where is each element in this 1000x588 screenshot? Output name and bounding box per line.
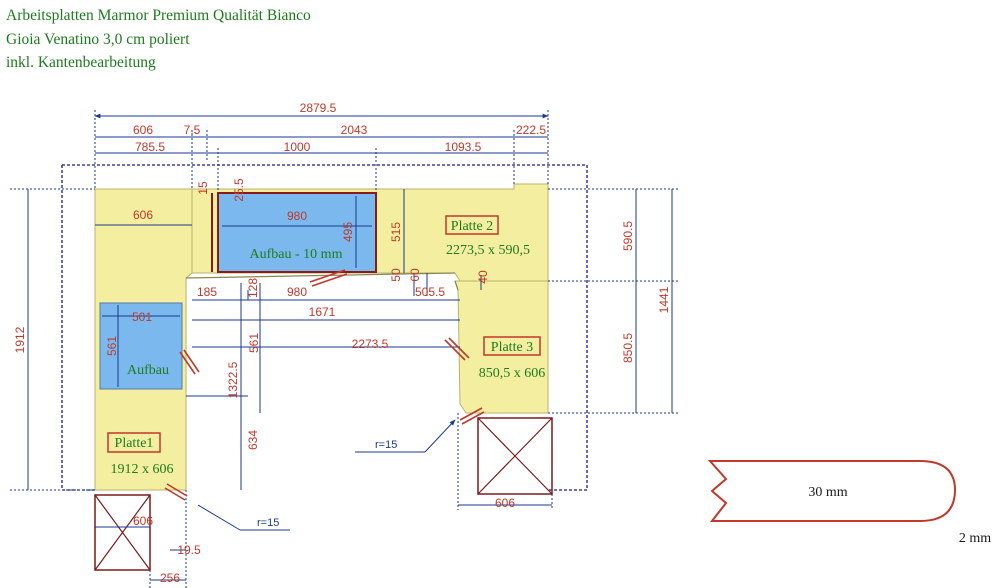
dim-606-left-bottom: 606 bbox=[133, 514, 153, 528]
dim-561-mid: 561 bbox=[247, 333, 261, 353]
edge-profile-shape bbox=[707, 460, 957, 522]
dim-1441: 1441 bbox=[657, 286, 671, 313]
dim-40: 40 bbox=[476, 270, 490, 284]
plate-2-label-box bbox=[445, 215, 499, 235]
dim-785-5: 785.5 bbox=[135, 140, 165, 154]
dim-total: 2879.5 bbox=[300, 101, 337, 115]
cutout-1-label: Aufbau bbox=[127, 363, 169, 378]
dim-1000: 1000 bbox=[284, 140, 311, 154]
inner-notch-outline bbox=[185, 272, 459, 291]
plate-3-name: Platte 3 bbox=[491, 340, 533, 355]
dim-850-5: 850.5 bbox=[621, 333, 635, 363]
dim-980-sink: 980 bbox=[287, 209, 307, 223]
dim-128: 128 bbox=[246, 278, 260, 298]
cutout-labels: Aufbau Aufbau - 10 mm bbox=[127, 247, 343, 378]
dim-1322-5: 1322.5 bbox=[226, 361, 240, 398]
dim-60: 60 bbox=[408, 268, 422, 282]
edge-profile: 30 mm 2 mm bbox=[808, 485, 991, 546]
dim-634: 634 bbox=[246, 430, 260, 450]
dim-505-5: 505.5 bbox=[415, 285, 445, 299]
dim-19-5: 19.5 bbox=[177, 543, 201, 557]
dim-590-5: 590.5 bbox=[621, 221, 635, 251]
dim-222-5: 222.5 bbox=[516, 123, 546, 137]
radius-label-2: r=15 bbox=[257, 517, 279, 529]
dim-1912: 1912 bbox=[13, 326, 27, 353]
cabinet-left bbox=[94, 494, 151, 571]
dim-256: 256 bbox=[160, 571, 180, 585]
title-line-2: Gioia Venatino 3,0 cm poliert bbox=[6, 30, 190, 48]
dim-2043: 2043 bbox=[341, 123, 368, 137]
dim-606-top: 606 bbox=[133, 123, 153, 137]
plate-2-size: 2273,5 x 590,5 bbox=[446, 243, 530, 258]
header: Arbeitsplatten Marmor Premium Qualität B… bbox=[6, 4, 311, 75]
dim-15: 15 bbox=[196, 181, 210, 195]
dim-1671: 1671 bbox=[309, 305, 336, 319]
plate-1-name: Platte1 bbox=[115, 436, 154, 451]
plate-3-size: 850,5 x 606 bbox=[479, 366, 546, 381]
dim-561-sink: 561 bbox=[105, 336, 119, 356]
sink-cutout-1 bbox=[99, 302, 183, 390]
title-line-1: Arbeitsplatten Marmor Premium Qualität B… bbox=[6, 7, 311, 24]
plate-2-name: Platte 2 bbox=[451, 219, 493, 234]
dim-606-right-bottom: 606 bbox=[495, 496, 515, 510]
dim-501: 501 bbox=[132, 310, 152, 324]
joint-markers bbox=[164, 269, 485, 501]
dim-185: 185 bbox=[197, 285, 217, 299]
plate-1-label-box bbox=[107, 432, 161, 453]
dim-7-5: 7.5 bbox=[184, 123, 201, 137]
plate-3-label-box bbox=[483, 336, 541, 356]
dim-1093-5: 1093.5 bbox=[445, 140, 482, 154]
edge-thickness-label: 30 mm bbox=[808, 485, 847, 500]
plate-1-size: 1912 x 606 bbox=[111, 462, 174, 477]
dim-980-mid: 980 bbox=[287, 285, 307, 299]
dim-2273-5: 2273.5 bbox=[352, 337, 389, 351]
dimension-lines bbox=[10, 110, 680, 588]
dim-50: 50 bbox=[389, 268, 403, 282]
radius-labels: r=15 r=15 bbox=[257, 439, 397, 529]
dim-606-inner: 606 bbox=[133, 208, 153, 222]
cutout-2-label: Aufbau - 10 mm bbox=[250, 247, 343, 262]
plate-labels: Platte 2 2273,5 x 590,5 Platte 3 850,5 x… bbox=[111, 219, 546, 477]
edge-radius-label: 2 mm bbox=[959, 531, 991, 546]
dim-495: 495 bbox=[341, 222, 355, 242]
dim-25-5: 25.5 bbox=[232, 178, 246, 202]
dim-515: 515 bbox=[389, 222, 403, 242]
radius-label-1: r=15 bbox=[375, 439, 397, 451]
dimension-texts: 2879.5 606 7.5 2043 222.5 785.5 1000 109… bbox=[13, 101, 671, 585]
title-line-3: inkl. Kantenbearbeitung bbox=[6, 54, 156, 71]
cabinet-right bbox=[477, 417, 553, 495]
sink-cutout-2 bbox=[217, 192, 377, 273]
